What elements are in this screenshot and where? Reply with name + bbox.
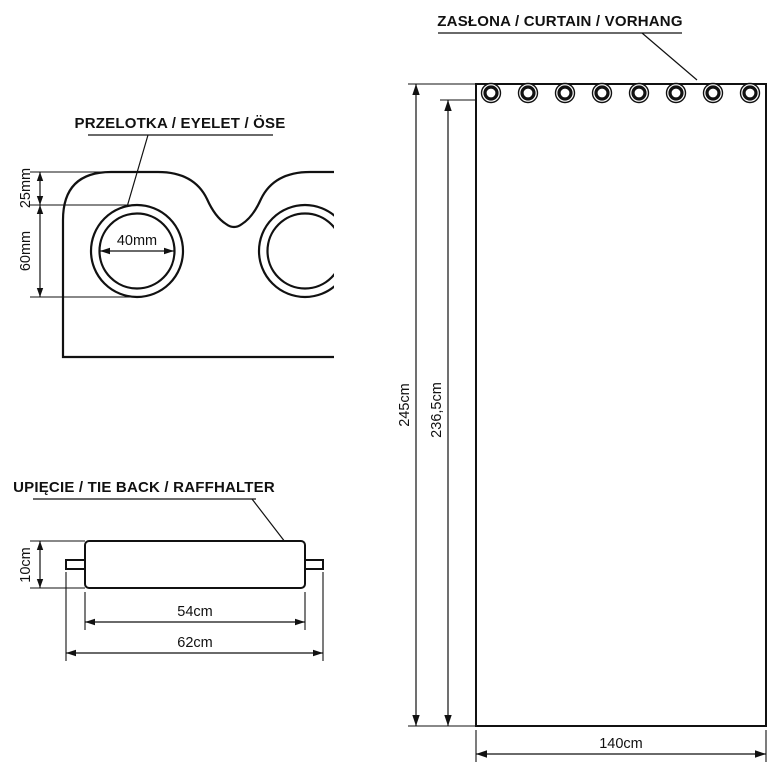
arrowhead-up [36, 541, 44, 550]
arrowhead-right [295, 618, 305, 626]
arrowhead-down [36, 288, 44, 297]
dim-text-total-height: 245cm [397, 383, 413, 427]
tieback-band [84, 540, 306, 589]
dim-tieback-height: 10cm [18, 540, 85, 589]
arrowhead-up [412, 84, 420, 95]
dim-text-curtain-width: 140cm [599, 736, 643, 752]
curtain-label-leader-line [641, 32, 698, 81]
curtain-label: ZASŁONA / CURTAIN / VORHANG [437, 13, 698, 81]
eyelet-ring [665, 82, 687, 104]
curtain-label-text: ZASŁONA / CURTAIN / VORHANG [437, 13, 682, 30]
arrowhead-right [755, 750, 766, 758]
eyelet-label-text: PRZELOTKA / EYELET / ÖSE [75, 115, 286, 132]
arrowhead-left [100, 247, 110, 255]
eyelet-ring [591, 82, 613, 104]
dim-text-fabric-height: 236,5cm [429, 382, 445, 438]
tieback-right-tab [304, 559, 324, 570]
arrowhead-left [476, 750, 487, 758]
eyelet-detail-drawing: PRZELOTKA / EYELET / ÖSE 40mm [18, 115, 334, 359]
eyelet-ring [480, 82, 502, 104]
tieback-label: UPIĘCIE / TIE BACK / RAFFHALTER [13, 479, 293, 552]
tieback-drawing: UPIĘCIE / TIE BACK / RAFFHALTER 10cm 54c… [13, 479, 324, 661]
arrowhead-left [85, 618, 95, 626]
eyelet-ring [628, 82, 650, 104]
arrowhead-down [444, 715, 452, 726]
dim-curtain-width: 140cm [475, 730, 767, 762]
curtain-eyelets-row [480, 82, 761, 104]
dim-tieback-outer-width: 62cm [65, 572, 324, 661]
eyelet-ring [554, 82, 576, 104]
dim-eyelet-inner-diameter: 40mm [100, 233, 174, 255]
arrowhead-up [36, 205, 44, 214]
eyelet-ring [739, 82, 761, 104]
eyelet-ring-detail [89, 203, 185, 299]
eyelet-label: PRZELOTKA / EYELET / ÖSE [75, 115, 286, 208]
arrowhead-down [36, 196, 44, 205]
curtain-drawing: ZASŁONA / CURTAIN / VORHANG [397, 13, 767, 762]
curtain-header-outline [61, 170, 334, 359]
eyelet-ring-detail-partial [257, 203, 334, 299]
eyelet-ring [702, 82, 724, 104]
dim-text-eyelet-outer: 60mm [18, 231, 34, 271]
tieback-left-tab [65, 559, 86, 570]
arrowhead-right [164, 247, 174, 255]
dim-eyelet-top-offset: 25mm [18, 168, 132, 208]
arrowhead-down [36, 579, 44, 588]
eyelet-ring [517, 82, 539, 104]
arrowhead-down [412, 715, 420, 726]
curtain-panel [475, 83, 767, 727]
dim-curtain-fabric-height: 236,5cm [429, 99, 476, 726]
arrowhead-up [444, 100, 452, 111]
dim-text-eyelet-inner: 40mm [117, 233, 157, 249]
dim-text-eyelet-offset: 25mm [18, 168, 34, 208]
dim-text-tieback-inner-width: 54cm [177, 604, 212, 620]
arrowhead-right [313, 649, 323, 657]
dim-tieback-inner-width: 54cm [84, 592, 306, 630]
dim-text-tieback-height: 10cm [18, 547, 34, 582]
tieback-label-text: UPIĘCIE / TIE BACK / RAFFHALTER [13, 479, 275, 496]
dim-eyelet-outer-diameter: 60mm [18, 205, 132, 298]
arrowhead-left [66, 649, 76, 657]
dim-text-tieback-outer-width: 62cm [177, 635, 212, 651]
dim-curtain-total-height: 245cm [397, 83, 476, 727]
arrowhead-up [36, 172, 44, 181]
eyelet-header-section [61, 170, 334, 359]
